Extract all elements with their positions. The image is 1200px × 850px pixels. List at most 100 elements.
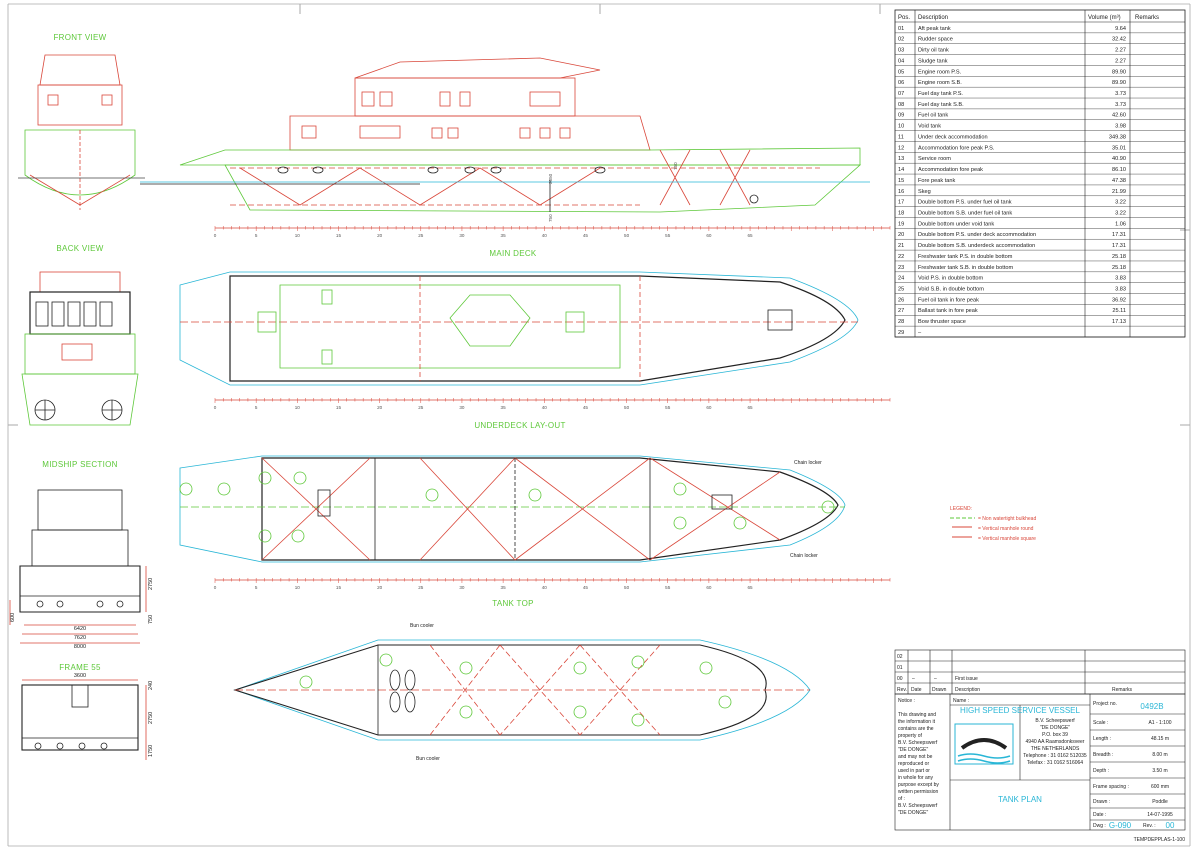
table-cell-pos: 11 [898, 134, 904, 140]
bun-cooler-callout-top: Bun cooler [410, 623, 434, 629]
tank-marker [573, 661, 587, 675]
side-dim-3: 750 [548, 214, 553, 222]
table-cell-pos: 20 [898, 232, 904, 238]
rev-cell-rev: 02 [897, 654, 903, 660]
table-cell-description: Fuel oil tank in fore peak [918, 297, 979, 303]
ruler-label: 0 [214, 585, 217, 590]
ruler-label: 45 [583, 405, 589, 410]
back-view-drawing [21, 271, 139, 426]
table-header-description: Description [918, 15, 948, 21]
notice-line: B.V. Scheepswerf [898, 740, 938, 746]
field-value: 600 mm [1151, 784, 1169, 790]
notice-line: "DE DONGE" [898, 810, 928, 816]
table-cell-pos: 10 [898, 124, 904, 130]
field-value: 8.00 m [1152, 752, 1167, 758]
tank-marker [179, 482, 193, 496]
midship-dim-h2: 750 [148, 615, 154, 624]
table-cell-pos: 16 [898, 189, 904, 195]
rev-cell-rev: 00 [897, 676, 903, 682]
tank-marker [459, 705, 473, 719]
company-address: B.V. Scheepswerf"DE DONGE"P.O. box 39494… [1023, 718, 1087, 766]
field-label: Drawn : [1093, 799, 1110, 805]
ruler-label: 50 [624, 585, 630, 590]
underdeck-drawing [179, 455, 846, 563]
tank-marker [528, 488, 542, 502]
field-value: 48.15 m [1151, 736, 1169, 742]
company-line: "DE DONGE" [1040, 725, 1070, 731]
field-value: Poddle [1152, 799, 1168, 805]
tank-top-tank-markers [299, 653, 732, 727]
table-cell-volume: 2.27 [1115, 48, 1126, 54]
ruler-label: 35 [501, 405, 507, 410]
ruler-label: 30 [459, 585, 465, 590]
table-cell-pos: 01 [898, 26, 904, 32]
ruler-label: 30 [459, 405, 465, 410]
table-cell-pos: 19 [898, 221, 904, 227]
notice-line: in whole for any [898, 775, 934, 781]
table-cell-description: Engine room P.S. [918, 69, 962, 75]
ruler-label: 60 [706, 405, 712, 410]
rev-label: Rev. : [1143, 823, 1156, 829]
company-line: P.O. box 39 [1042, 732, 1068, 738]
table-cell-description: Accommodation fore peak P.S. [918, 145, 995, 151]
tank-marker [379, 653, 393, 667]
main-deck-drawing [179, 271, 859, 386]
drawing-title: TANK PLAN [998, 795, 1042, 804]
chain-locker-callout-bottom: Chain locker [790, 553, 818, 559]
name-label: Name : [953, 698, 969, 704]
table-cell-volume: 9.64 [1115, 26, 1126, 32]
ruler-label: 0 [214, 405, 217, 410]
table-cell-volume: 21.99 [1112, 189, 1126, 195]
midship-dim-2: 7620 [74, 635, 86, 641]
sheet-footer: TEMPDEPPLAS-1-100 [1134, 837, 1186, 843]
table-cell-description: Fuel day tank S.B. [918, 102, 964, 108]
title-block [894, 693, 1186, 831]
table-cell-volume: 349.38 [1109, 134, 1126, 140]
table-header-remarks: Remarks [1135, 15, 1159, 21]
ruler-label: 15 [336, 585, 342, 590]
tank-marker [293, 471, 307, 485]
table-cell-volume: 40.90 [1112, 156, 1126, 162]
table-cell-description: Double bottom P.S. under deck accommodat… [918, 232, 1036, 238]
table-cell-description: Void S.B. in double bottom [918, 287, 984, 293]
tank-marker [258, 471, 272, 485]
table-cell-description: Void tank [918, 124, 941, 130]
tank-marker [673, 482, 687, 496]
table-cell-volume: 3.83 [1115, 276, 1126, 282]
notice-line: of : [898, 796, 905, 802]
table-cell-pos: 09 [898, 113, 904, 119]
tank-marker [718, 695, 732, 709]
table-cell-volume: 3.73 [1115, 91, 1126, 97]
field-label: Length : [1093, 736, 1111, 742]
bun-cooler-callout-bottom: Bun cooler [416, 756, 440, 762]
company-line: THE NETHERLANDS [1031, 746, 1080, 752]
table-cell-description: Dirty oil tank [918, 48, 949, 54]
table-cell-pos: 04 [898, 58, 904, 64]
rev-header-date: Date [911, 687, 922, 693]
notice-line: reproduced or [898, 761, 929, 767]
table-cell-pos: 22 [898, 254, 904, 260]
table-cell-pos: 06 [898, 80, 904, 86]
table-cell-pos: 18 [898, 210, 904, 216]
table-cell-volume: 3.22 [1115, 200, 1126, 206]
ruler-label: 20 [377, 585, 383, 590]
ruler-label: 15 [336, 405, 342, 410]
ruler-label: 10 [295, 233, 301, 238]
table-cell-description: Double bottom P.S. under fuel oil tank [918, 200, 1012, 206]
table-cell-volume: 17.13 [1112, 319, 1126, 325]
table-cell-volume: 25.18 [1112, 265, 1126, 271]
table-cell-volume: 36.92 [1112, 297, 1126, 303]
table-cell-description: Fuel day tank P.S. [918, 91, 963, 97]
ruler-label: 45 [583, 233, 589, 238]
table-cell-description: Fore peak tank [918, 178, 956, 184]
ruler-label: 65 [747, 585, 753, 590]
table-cell-volume: 89.90 [1112, 80, 1126, 86]
table-cell-pos: 05 [898, 69, 904, 75]
underdeck-tank-markers [179, 471, 835, 543]
project-no-value: 0492B [1140, 702, 1163, 711]
table-cell-pos: 26 [898, 297, 904, 303]
ruler-label: 5 [255, 233, 258, 238]
